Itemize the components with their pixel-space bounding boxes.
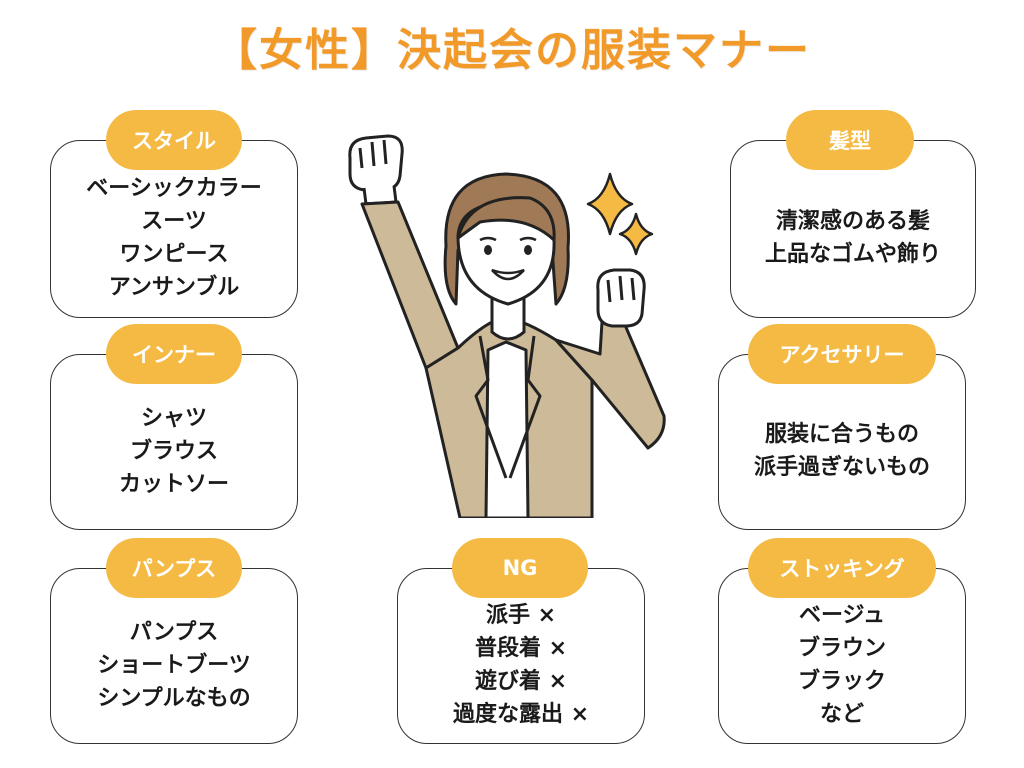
card-accessory: 服装に合うもの 派手過ぎないもの [718,354,966,530]
card-inner-line: シャツ [140,405,207,431]
page-title: 【女性】決起会の服装マナー [213,25,811,76]
card-style-line: ワンピース [119,242,229,267]
card-style-line: ベーシックカラー [86,176,262,201]
left-eye [484,245,492,255]
smile [491,268,525,281]
sparkle-icon [586,172,634,236]
neck [490,292,526,341]
card-accessory-line: 派手過ぎないもの [753,455,930,480]
card-pumps-line: ショートブーツ [97,652,251,678]
card-inner-line: カットソー [118,471,229,497]
card-stocking-line: ブラック [797,669,886,694]
raised-arm-sleeve [360,200,460,370]
card-ng-line: 普段着 × [474,636,568,661]
card-stocking-line: など [819,702,864,727]
card-style-line: スーツ [141,209,207,234]
blouse [484,340,530,518]
label-pill-stocking: ストッキング [748,538,936,598]
card-hair-line: 上品なゴムや飾り [764,242,941,267]
card-inner-line: ブラウス [129,438,218,464]
raised-fist-icon [348,134,404,206]
label-pill-inner: インナー [106,324,242,384]
card-ng-line: 遊び着 × [474,669,568,694]
card-ng: 派手 × 普段着 × 遊び着 × 過度な露出 × [397,568,645,744]
label-pill-ng: NG [452,538,588,598]
right-eye [524,245,532,255]
sparkle-icon [618,212,654,256]
label-pill-accessory: アクセサリー [748,324,936,384]
card-style-line: アンサンブル [108,275,240,300]
card-pumps-line: シンプルなもの [97,685,251,711]
label-pill-hair: 髪型 [786,110,914,170]
label-pill-pumps: パンプス [106,538,242,598]
label-pill-style: スタイル [106,110,242,170]
woman-illustration [348,134,666,518]
fist-icon [596,268,646,328]
card-stocking-line: ブラウン [797,636,886,661]
card-ng-line: 過度な露出 × [452,702,590,727]
card-hair-line: 清潔感のある髪 [775,209,930,234]
card-accessory-line: 服装に合うもの [764,422,919,447]
card-stocking-line: ベージュ [798,603,886,628]
card-ng-line: 派手 × [485,603,557,628]
card-pumps-line: パンプス [129,619,219,645]
